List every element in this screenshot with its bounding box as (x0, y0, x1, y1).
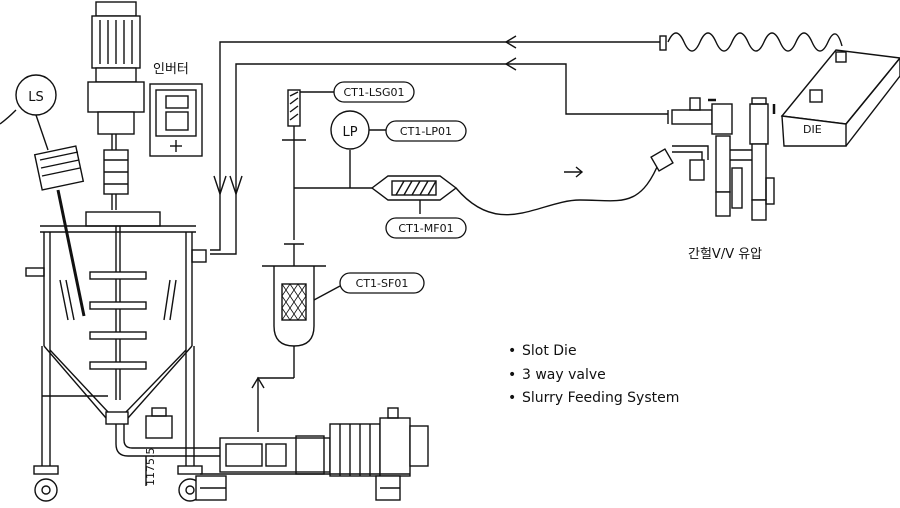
tag-mf-frame (385, 217, 467, 239)
note-item: • Slurry Feeding System (508, 387, 679, 411)
tag-sf-frame (339, 272, 425, 294)
tag-lsg: CT1-LSG01 (344, 86, 405, 99)
note-text: Slurry Feeding System (522, 390, 680, 406)
sensor-column (282, 89, 386, 264)
tag-lp-frame (385, 120, 467, 142)
note-item: • 3 way valve (508, 364, 679, 388)
tag-mf: CT1-MF01 (398, 222, 453, 235)
tag-lsg-frame (333, 81, 415, 103)
bullet-icon: • (508, 366, 517, 383)
magnetic-filter (370, 159, 661, 216)
bullet-icon: • (508, 343, 517, 359)
note-item: • Slot Die (508, 340, 679, 364)
die-label: DIE (803, 123, 822, 136)
mixing-tank (25, 1, 207, 502)
bullet-icon: • (508, 390, 517, 406)
note-text: 3 way valve (522, 366, 606, 383)
note-text: Slot Die (522, 343, 577, 359)
valve-manifold (650, 97, 776, 221)
level-switch-symbol (0, 74, 57, 151)
slurry-filter (251, 264, 341, 432)
level-indicator-label: LP (342, 125, 357, 140)
valve-note-label: 간헐V/V 유압 (688, 247, 762, 262)
notes-list: • Slot Die • 3 way valve • Slurry Feeding S… (508, 340, 679, 411)
inverter-cabinet (149, 83, 203, 157)
slot-die (780, 49, 900, 147)
dimension-label: 1175.5 (144, 448, 157, 487)
level-switch-label: LS (28, 90, 44, 105)
return-lines (210, 32, 843, 255)
tag-sf: CT1-SF01 (356, 277, 409, 290)
feed-pump (115, 407, 429, 501)
inverter-label: 인버터 (153, 62, 189, 77)
tag-lp: CT1-LP01 (400, 125, 452, 138)
